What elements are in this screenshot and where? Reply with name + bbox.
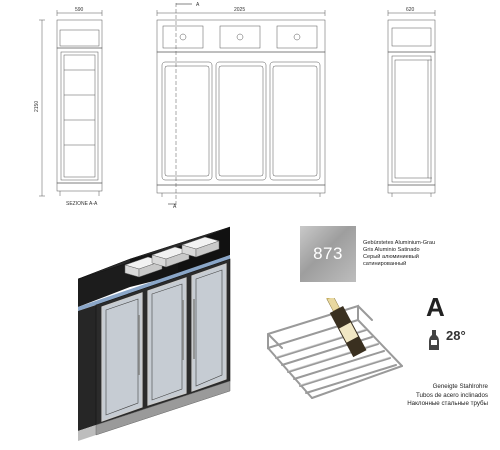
shelf-line-ru: Наклонные стальные трубы bbox=[407, 400, 488, 407]
finish-description: Gebürstetes Aluminium-Grau Gris Aluminio… bbox=[363, 240, 483, 268]
side-section-view bbox=[39, 10, 103, 197]
shelf-variant-letter: A bbox=[426, 292, 445, 322]
finish-line-ru-1: Серый алюминиевый bbox=[363, 254, 419, 260]
finish-code: 873 bbox=[313, 244, 343, 263]
front-view bbox=[156, 3, 326, 205]
side-elevation-view bbox=[387, 10, 436, 197]
finish-swatch: 873 bbox=[300, 226, 356, 282]
shelf-angle: 28° bbox=[446, 328, 466, 343]
shelf-line-de: Geneigte Stahlrohre bbox=[432, 383, 488, 390]
finish-line-de: Gebürstetes Aluminium-Grau bbox=[363, 240, 436, 246]
section-marker-bottom: A bbox=[173, 204, 177, 210]
cabinet-isometric-illustration bbox=[77, 226, 231, 441]
shelf-line-es: Tubos de acero inclinados bbox=[415, 391, 488, 399]
finish-line-ru-2: сатинированный bbox=[363, 261, 407, 267]
section-label: SEZIONE A-A bbox=[66, 201, 98, 207]
front-width-label: 2025 bbox=[234, 7, 245, 13]
bottle-icon bbox=[429, 330, 439, 350]
section-marker-top: A bbox=[196, 2, 200, 8]
shelf-rack-illustration bbox=[267, 298, 403, 399]
height-label: 2150 bbox=[34, 101, 40, 112]
finish-line-es: Gris Aluminio Satinado bbox=[363, 247, 420, 253]
technical-drawing: 590 2025 620 2150 SEZIONE A-A A A bbox=[34, 2, 436, 210]
depth-width-label: 620 bbox=[406, 7, 415, 13]
side-width-label: 590 bbox=[75, 7, 84, 13]
shelf-description: Geneigte Stahlrohre Tubos de acero incli… bbox=[378, 383, 488, 409]
